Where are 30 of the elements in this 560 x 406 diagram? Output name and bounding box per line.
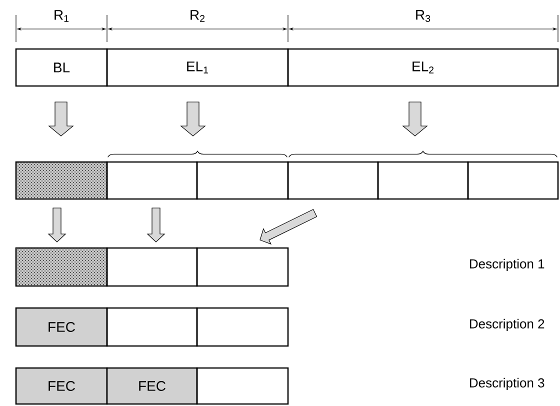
cell — [287, 161, 379, 200]
cell — [467, 161, 559, 200]
cell — [106, 247, 198, 287]
block-arrow — [48, 208, 66, 242]
cell — [106, 307, 198, 347]
text-cell: FEC — [106, 367, 198, 405]
block-arrow — [48, 102, 74, 136]
text-cell: FEC — [15, 307, 108, 347]
block-arrow — [146, 208, 166, 242]
description-label: Description 1 — [470, 258, 544, 272]
brace — [288, 150, 558, 158]
text-cell: BL — [15, 48, 108, 87]
text-cell: EL$_{1}$ — [106, 48, 289, 87]
block-arrow — [260, 209, 318, 245]
cell — [196, 307, 289, 347]
description-label: Description 2 — [470, 318, 544, 332]
cell — [377, 161, 469, 200]
dimension-label: R$_{3}$ — [416, 10, 430, 22]
cell — [106, 161, 198, 200]
block-arrow — [402, 102, 428, 136]
description-label: Description 3 — [470, 378, 544, 390]
text-cell: FEC — [15, 367, 108, 405]
dimension-label: R$_{1}$ — [54, 10, 69, 22]
brace — [108, 150, 288, 158]
block-arrow — [180, 102, 206, 136]
dimension-label: R$_{2}$ — [190, 10, 205, 22]
cell — [196, 247, 289, 287]
text-cell: EL$_{2}$ — [287, 48, 559, 87]
cell — [196, 367, 289, 405]
cell — [196, 161, 289, 200]
